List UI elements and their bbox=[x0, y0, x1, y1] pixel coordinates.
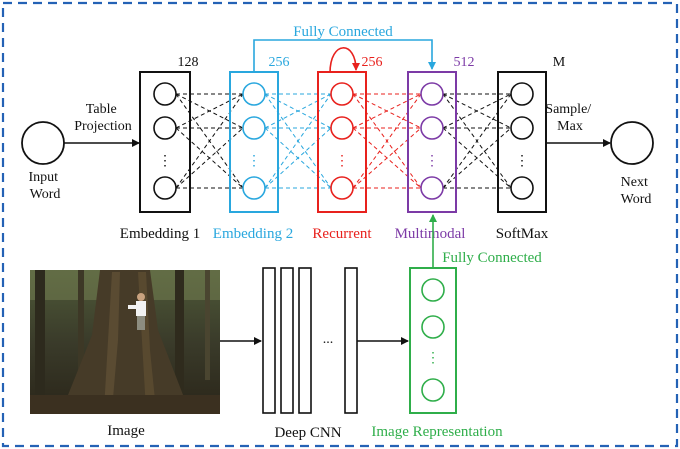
image-representation-label: Image Representation bbox=[371, 424, 503, 440]
cnn-layer-1 bbox=[262, 267, 276, 414]
recurrent-dots: ⋮ bbox=[335, 154, 349, 169]
bottom-fully-connected-label: Fully Connected bbox=[442, 250, 542, 266]
softmax-label: SoftMax bbox=[496, 226, 549, 242]
connection-embedding2-3-to-recurrent-2 bbox=[264, 127, 332, 189]
embedding2-size: 256 bbox=[269, 55, 290, 70]
embedding1-layer bbox=[139, 71, 191, 213]
sample-max-label: Sample/ Max bbox=[545, 102, 594, 134]
embedding1-neuron-3 bbox=[153, 176, 177, 200]
input-word-line1: Input bbox=[28, 170, 58, 185]
multimodal-size: 512 bbox=[454, 55, 475, 70]
connection-embedding1-2-to-embedding2-1 bbox=[175, 93, 244, 129]
embedding1-neuron-1 bbox=[153, 82, 177, 106]
cnn-layer-4 bbox=[344, 267, 358, 414]
multimodal-dots: ⋮ bbox=[425, 154, 439, 169]
recurrent-neuron-2 bbox=[330, 116, 354, 140]
image-representation-neuron-2 bbox=[421, 315, 445, 339]
softmax-neuron-2 bbox=[510, 116, 534, 140]
deep-cnn-label: Deep CNN bbox=[274, 425, 341, 441]
connection-embedding1-3-to-embedding2-1 bbox=[175, 93, 244, 189]
next-word-label: Next Word bbox=[621, 175, 652, 207]
cnn-layer-2 bbox=[280, 267, 294, 414]
neurons bbox=[153, 82, 534, 200]
sample-max-line2: Max bbox=[557, 119, 583, 134]
connections-recurrent-multimodal bbox=[352, 93, 422, 189]
softmax-layer bbox=[497, 71, 547, 213]
connection-recurrent-3-to-multimodal-2 bbox=[352, 127, 422, 189]
input-word-label: Input Word bbox=[28, 170, 61, 202]
softmax-neuron-3 bbox=[510, 176, 534, 200]
emb1-dots: ⋮ bbox=[158, 154, 172, 169]
recurrent-label: Recurrent bbox=[312, 226, 372, 242]
embedding1-size: 128 bbox=[178, 55, 199, 70]
connection-multimodal-2-to-softmax-1 bbox=[442, 93, 512, 129]
connection-multimodal-3-to-softmax-2 bbox=[442, 127, 512, 189]
connection-embedding2-2-to-recurrent-1 bbox=[264, 93, 332, 129]
image-representation-neuron-1 bbox=[421, 278, 445, 302]
top-fully-connected-connector bbox=[253, 39, 436, 72]
table-projection-line1: Table bbox=[86, 102, 117, 117]
embedding1-label: Embedding 1 bbox=[120, 226, 200, 242]
next-word-line1: Next bbox=[621, 175, 648, 190]
embedding2-neuron-1 bbox=[242, 82, 266, 106]
multimodal-neuron-1 bbox=[420, 82, 444, 106]
next-word-line2: Word bbox=[621, 192, 652, 207]
softmax-neuron-1 bbox=[510, 82, 534, 106]
recurrent-neuron-1 bbox=[330, 82, 354, 106]
connection-multimodal-3-to-softmax-1 bbox=[442, 93, 512, 189]
table-projection-line2: Projection bbox=[74, 119, 132, 134]
connection-embedding1-3-to-embedding2-2 bbox=[175, 127, 244, 189]
softmax-size: M bbox=[553, 55, 566, 70]
multimodal-neuron-2 bbox=[420, 116, 444, 140]
input-word-line2: Word bbox=[30, 187, 61, 202]
connection-recurrent-2-to-multimodal-1 bbox=[352, 93, 422, 129]
next-word-node bbox=[610, 121, 654, 165]
embedding1-neuron-2 bbox=[153, 116, 177, 140]
embedding2-neuron-2 bbox=[242, 116, 266, 140]
cnn-layer-3 bbox=[298, 267, 312, 414]
connections-emb1-emb2 bbox=[175, 93, 244, 189]
multimodal-label: Multimodal bbox=[395, 226, 466, 242]
image-label: Image bbox=[107, 423, 145, 439]
recurrent-self-loop bbox=[329, 47, 360, 74]
multimodal-neuron-3 bbox=[420, 176, 444, 200]
top-fully-connected-label: Fully Connected bbox=[293, 24, 393, 40]
softmax-dots: ⋮ bbox=[515, 154, 529, 169]
connection-recurrent-3-to-multimodal-1 bbox=[352, 93, 422, 189]
input-image bbox=[30, 270, 220, 414]
recurrent-size: 256 bbox=[362, 55, 383, 70]
imagerep-dots: ⋮ bbox=[426, 351, 440, 366]
multimodal-layer bbox=[407, 71, 457, 213]
recurrent-neuron-3 bbox=[330, 176, 354, 200]
emb2-dots: ⋮ bbox=[247, 154, 261, 169]
sample-max-line1: Sample/ bbox=[545, 102, 591, 117]
image-representation-neurons bbox=[421, 278, 445, 402]
connections-multimodal-softmax bbox=[442, 93, 512, 189]
image-representation-neuron-3 bbox=[421, 378, 445, 402]
input-word-node bbox=[21, 121, 65, 165]
embedding2-label: Embedding 2 bbox=[213, 226, 293, 242]
recurrent-layer bbox=[317, 71, 367, 213]
table-projection-label: Table Projection bbox=[74, 102, 132, 134]
connection-embedding2-3-to-recurrent-1 bbox=[264, 93, 332, 189]
embedding2-neuron-3 bbox=[242, 176, 266, 200]
connections-emb2-recurrent bbox=[264, 93, 332, 189]
cnn-ellipsis: ... bbox=[323, 332, 334, 347]
